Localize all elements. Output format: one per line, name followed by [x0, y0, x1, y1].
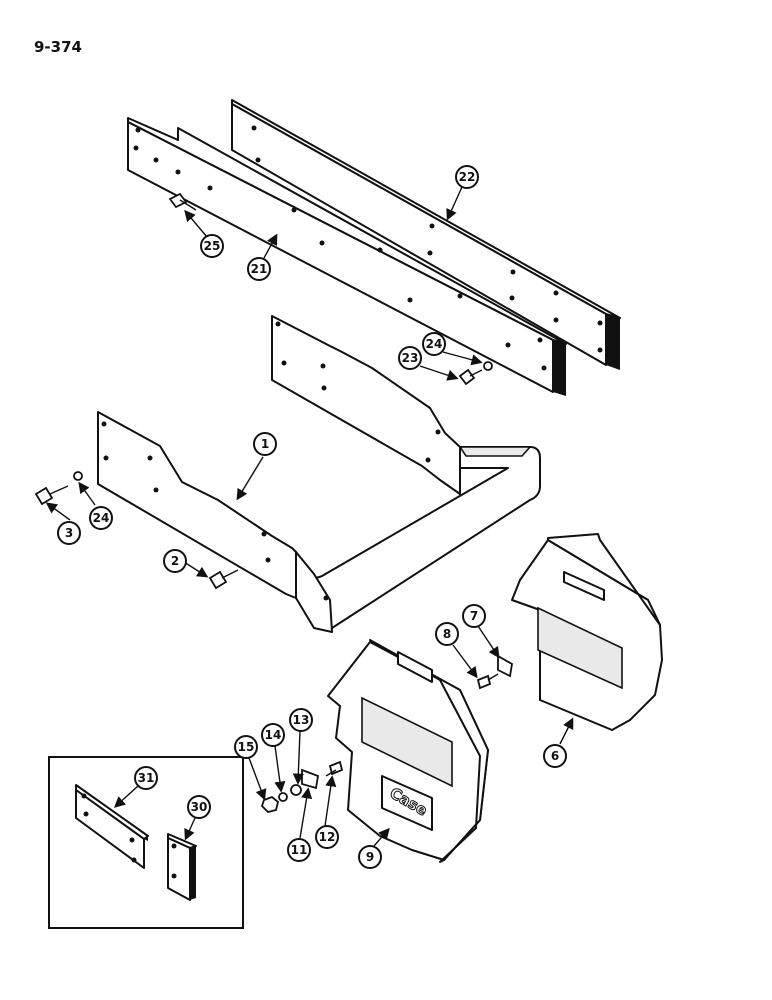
bolt-12: [325, 760, 344, 777]
callout-2: 2: [163, 549, 187, 573]
callout-24-lower: 24: [89, 506, 113, 530]
plate-31: [75, 784, 149, 869]
callout-11: 11: [287, 838, 311, 862]
callout-14: 14: [261, 723, 285, 747]
bolt-3: [34, 485, 69, 506]
callout-1: 1: [253, 432, 277, 456]
bolt-23: [458, 368, 483, 386]
washer-13: [290, 784, 302, 796]
callout-6: 6: [543, 744, 567, 768]
svg-text:9: 9: [366, 850, 374, 864]
hardware: [34, 192, 513, 813]
callout-13: 13: [289, 708, 313, 732]
svg-text:23: 23: [402, 351, 419, 365]
svg-text:15: 15: [238, 740, 255, 754]
leader-lines: [45, 186, 574, 847]
washer-24-upper: [483, 361, 493, 371]
callout-8: 8: [435, 622, 459, 646]
svg-text:22: 22: [459, 170, 476, 184]
callout-23: 23: [398, 346, 422, 370]
svg-text:14: 14: [265, 728, 282, 742]
callout-12: 12: [315, 825, 339, 849]
washer-24-lower: [73, 471, 83, 481]
callout-25: 25: [200, 234, 224, 258]
svg-text:24: 24: [426, 337, 443, 351]
callout-21: 21: [247, 257, 271, 281]
callout-3: 3: [57, 521, 81, 545]
svg-text:24: 24: [93, 511, 110, 525]
page-number: 9-374: [34, 38, 82, 56]
callout-31: 31: [134, 766, 158, 790]
svg-text:30: 30: [191, 800, 208, 814]
weight-9: Case: [327, 639, 489, 863]
weight-6: [511, 533, 663, 731]
svg-text:12: 12: [319, 830, 336, 844]
svg-text:25: 25: [204, 239, 221, 253]
svg-text:2: 2: [171, 554, 179, 568]
plate-30: [167, 833, 197, 901]
bolt-2: [208, 569, 239, 590]
callout-9: 9: [358, 845, 382, 869]
rail-plate-21: [127, 117, 567, 396]
bolt-8: [476, 673, 499, 690]
callout-15: 15: [234, 735, 258, 759]
svg-text:11: 11: [291, 843, 308, 857]
callout-30: 30: [187, 795, 211, 819]
svg-text:8: 8: [443, 627, 451, 641]
svg-text:13: 13: [293, 713, 310, 727]
callout-22: 22: [455, 165, 479, 189]
callout-7: 7: [462, 604, 486, 628]
svg-text:7: 7: [470, 609, 478, 623]
svg-text:3: 3: [65, 526, 73, 540]
weight-bracket-1: [97, 315, 541, 633]
svg-text:1: 1: [261, 437, 269, 451]
svg-text:21: 21: [251, 262, 268, 276]
clamp-7: [497, 654, 513, 678]
callout-24-upper: 24: [422, 332, 446, 356]
lockwasher-14: [278, 792, 288, 802]
svg-text:31: 31: [138, 771, 155, 785]
rail-plate-22: [231, 99, 621, 370]
bolt-25: [168, 192, 197, 211]
clamp-11: [301, 768, 320, 790]
svg-text:6: 6: [551, 749, 559, 763]
nut-15: [260, 795, 280, 813]
